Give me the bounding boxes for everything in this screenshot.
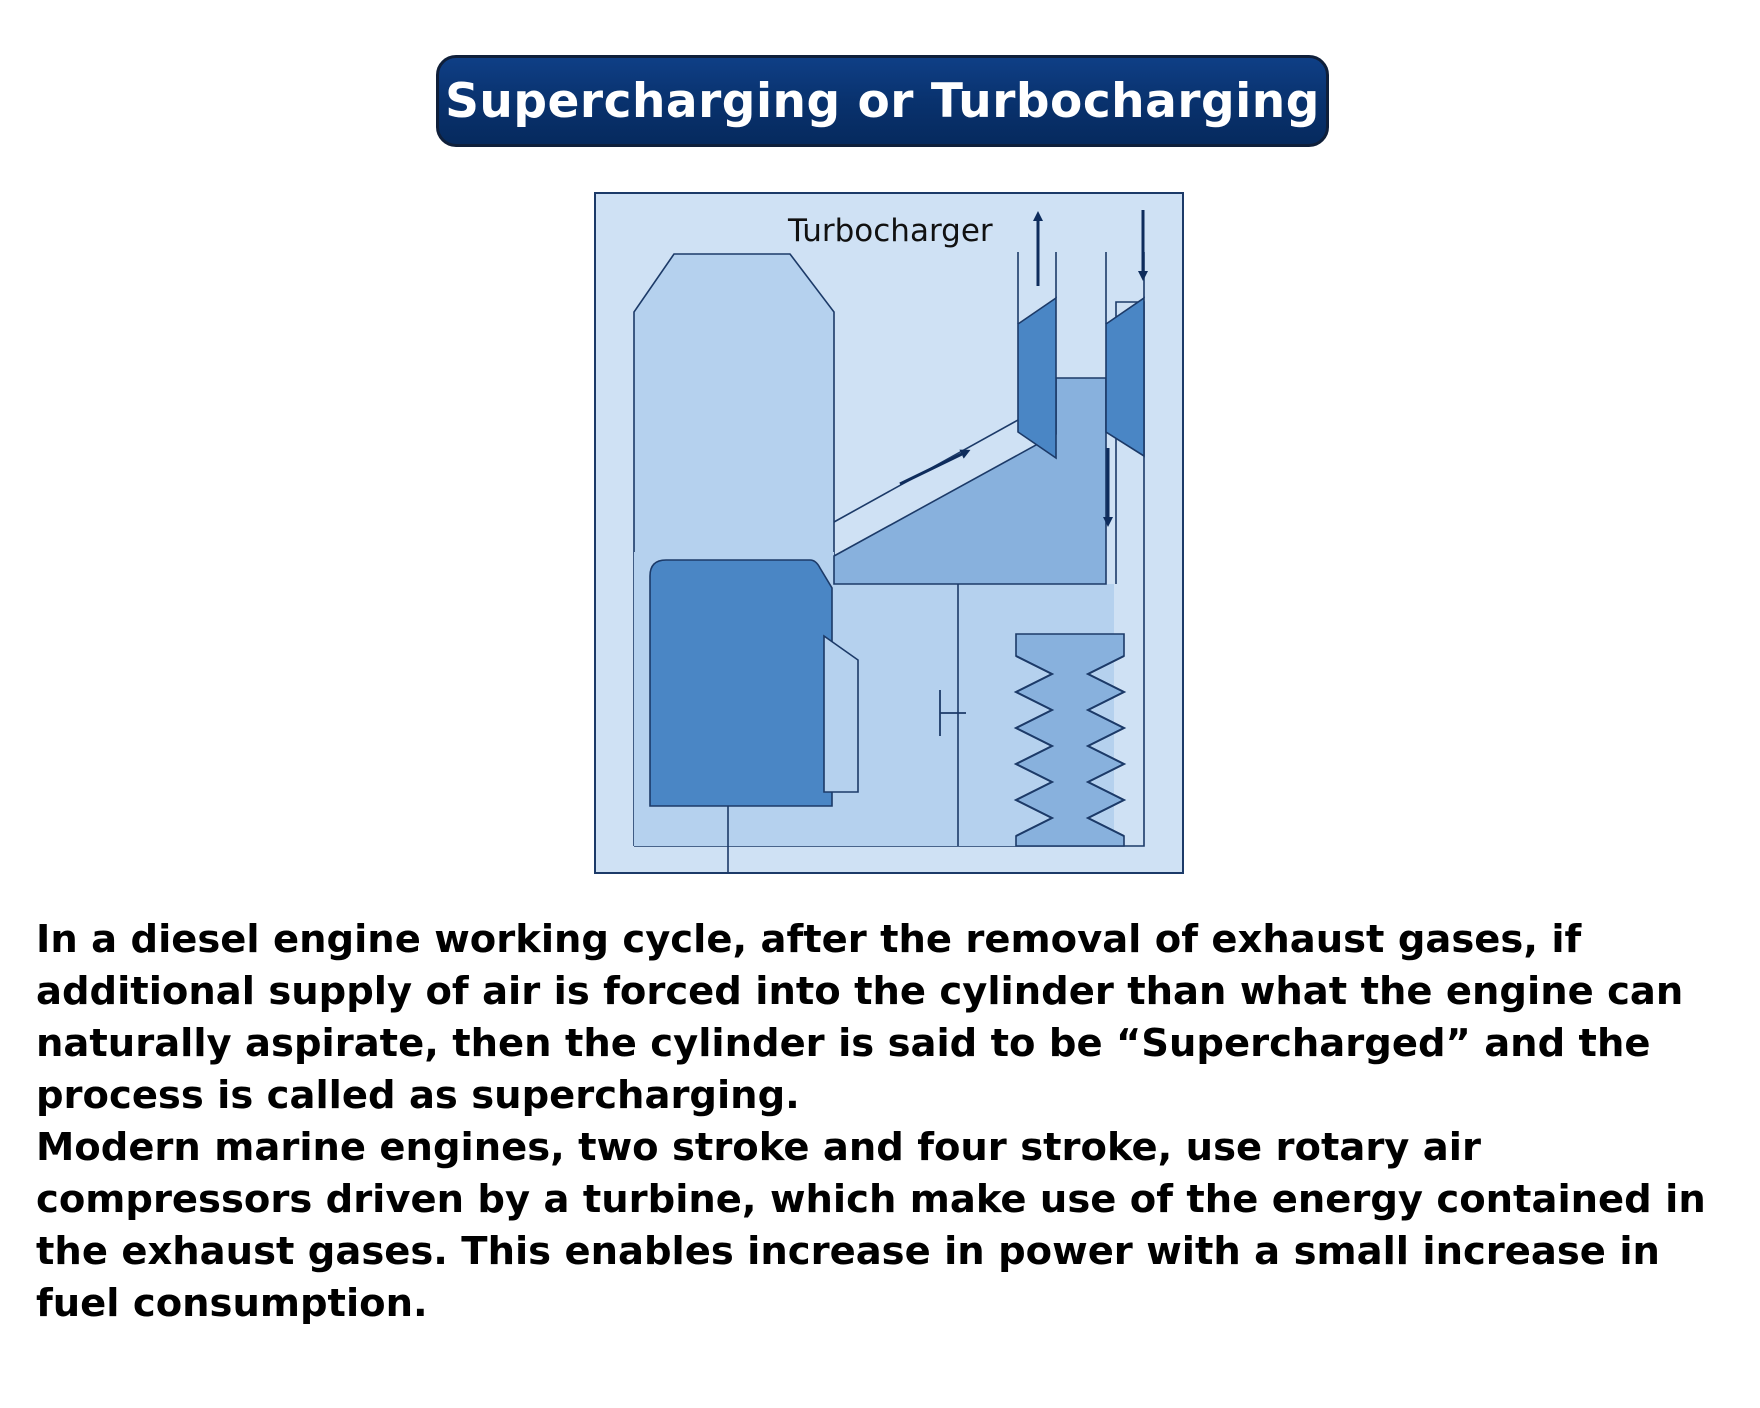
cylinder-block: [649, 559, 833, 807]
paragraph-marine-engines: Modern marine engines, two stroke and fo…: [36, 1125, 1706, 1326]
title-banner: Supercharging or Turbocharging: [436, 55, 1329, 147]
exhaust-flow-arrow: [899, 449, 971, 486]
turbine-wheel: [1105, 296, 1145, 458]
paragraph-supercharging: In a diesel engine working cycle, after …: [36, 917, 1684, 1118]
page-title: Supercharging or Turbocharging: [445, 73, 1320, 129]
turbocharger-diagram: Turbocharger: [594, 192, 1186, 874]
compressor-wheel: [1017, 296, 1057, 460]
diagram-svg: Turbocharger: [594, 192, 1184, 874]
air-cooler-zigzag: [1013, 655, 1127, 837]
description-text: In a diesel engine working cycle, after …: [36, 914, 1748, 1330]
crank-plate: [823, 634, 859, 793]
turbocharger-label: Turbocharger: [787, 213, 993, 249]
